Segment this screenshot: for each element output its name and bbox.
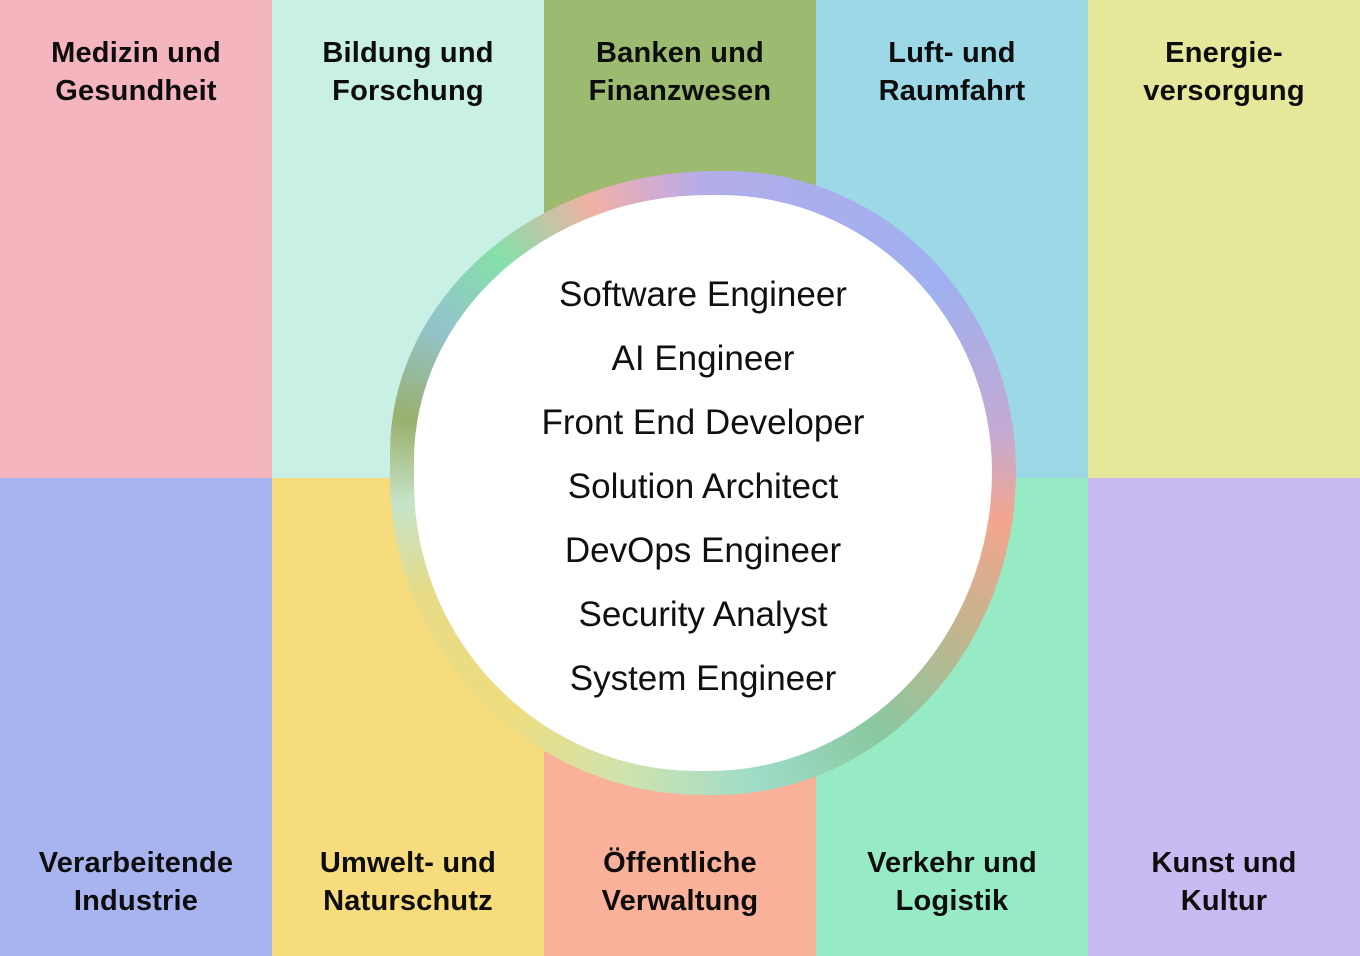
sector-label: Verkehr und Logistik xyxy=(867,847,1037,917)
job-roles-list: Software Engineer AI Engineer Front End … xyxy=(390,263,1016,711)
sector-label: Luft- und Raumfahrt xyxy=(878,37,1026,107)
sector-tile-medizin: Medizin und Gesundheit xyxy=(0,0,272,478)
sector-tile-kunst: Kunst und Kultur xyxy=(1088,478,1360,956)
job-role: Software Engineer xyxy=(559,275,847,314)
job-role: AI Engineer xyxy=(611,339,795,378)
job-role: Solution Architect xyxy=(567,467,839,506)
sector-label: Banken und Finanzwesen xyxy=(588,37,772,107)
sector-label: Kunst und Kultur xyxy=(1151,847,1297,917)
sector-label: Umwelt- und Naturschutz xyxy=(319,847,497,917)
job-role: DevOps Engineer xyxy=(564,531,842,570)
job-role: Front End Developer xyxy=(541,403,865,442)
sector-label: Medizin und Gesundheit xyxy=(51,37,221,107)
sector-label: Bildung und Forschung xyxy=(322,37,494,107)
sector-tile-industrie: Verarbeitende Industrie xyxy=(0,478,272,956)
sector-label: Öffentliche Verwaltung xyxy=(601,847,759,917)
job-role: Security Analyst xyxy=(578,595,828,634)
sector-tile-energie: Energie- versorgung xyxy=(1088,0,1360,478)
sector-label: Verarbeitende Industrie xyxy=(38,847,234,917)
job-role: System Engineer xyxy=(569,659,837,698)
sector-label: Energie- versorgung xyxy=(1143,37,1305,107)
center-circle xyxy=(414,195,992,771)
